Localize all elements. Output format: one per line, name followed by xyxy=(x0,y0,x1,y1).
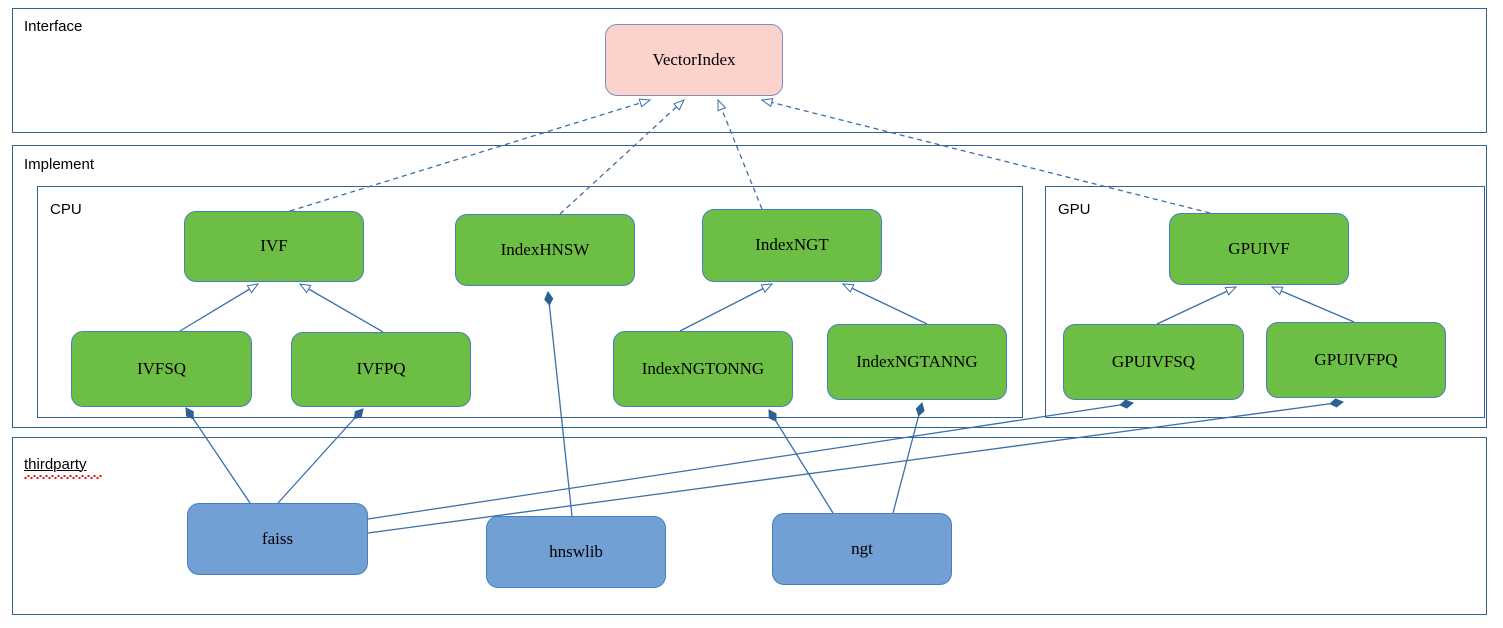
edge-faiss-to-IVFSQ xyxy=(185,407,251,504)
group-label-cpu: CPU xyxy=(50,201,82,218)
group-label-interface: Interface xyxy=(24,18,83,35)
class-node-label: IndexNGTANNG xyxy=(856,351,978,371)
class-node-ngt[interactable]: ngt xyxy=(772,513,952,585)
class-node-label: ngt xyxy=(851,538,873,558)
class-node-IndexNGTANNG[interactable]: IndexNGTANNG xyxy=(827,324,1007,400)
class-node-label: GPUIVFPQ xyxy=(1314,349,1398,369)
class-node-IVF[interactable]: IVF xyxy=(184,211,364,282)
class-node-faiss[interactable]: faiss xyxy=(187,503,368,575)
class-node-label: IndexNGTONNG xyxy=(641,358,765,378)
class-node-GPUIVFSQ[interactable]: GPUIVFSQ xyxy=(1063,324,1244,400)
class-node-label: IVFPQ xyxy=(356,359,406,379)
edge-IndexNGT-to-VectorIndex xyxy=(717,98,763,210)
class-node-IVFPQ[interactable]: IVFPQ xyxy=(291,332,471,407)
edge-IVFSQ-to-IVF xyxy=(179,283,260,332)
edge-GPUIVFSQ-to-GPUIVF xyxy=(1156,286,1238,325)
edge-faiss-to-IVFPQ xyxy=(277,408,364,504)
class-node-label: hnswlib xyxy=(549,541,603,561)
edge-IndexNGTANNG-to-IndexNGT xyxy=(841,283,928,325)
class-node-label: IndexNGT xyxy=(755,235,829,255)
class-node-label: faiss xyxy=(261,528,294,548)
group-label-gpu: GPU xyxy=(1058,201,1091,218)
class-node-label: IVF xyxy=(260,236,288,256)
group-label-thirdparty: thirdparty xyxy=(24,456,87,473)
edge-faiss-to-GPUIVFPQ xyxy=(367,398,1344,534)
edge-GPUIVFPQ-to-GPUIVF xyxy=(1270,286,1355,323)
edge-ngt-to-IndexNGTONNG xyxy=(768,409,834,514)
class-node-IndexNGTONNG[interactable]: IndexNGTONNG xyxy=(613,331,793,407)
class-node-label: IVFSQ xyxy=(136,358,187,378)
group-box-cpu xyxy=(37,186,1023,418)
class-node-IndexNGT[interactable]: IndexNGT xyxy=(702,209,882,282)
group-box-thirdparty xyxy=(12,437,1487,615)
edge-GPUIVF-to-VectorIndex xyxy=(760,97,1211,214)
class-node-label: VectorIndex xyxy=(652,49,736,69)
class-node-label: GPUIVF xyxy=(1228,238,1290,258)
class-node-label: GPUIVFSQ xyxy=(1111,351,1196,371)
group-box-implement xyxy=(12,145,1487,428)
edge-hnswlib-to-IndexHNSW xyxy=(544,290,573,517)
class-node-VectorIndex[interactable]: VectorIndex xyxy=(605,24,783,96)
group-label-implement: Implement xyxy=(24,156,95,173)
class-node-GPUIVFPQ[interactable]: GPUIVFPQ xyxy=(1266,322,1446,398)
group-box-gpu xyxy=(1045,186,1485,418)
class-node-IndexHNSW[interactable]: IndexHNSW xyxy=(455,214,635,286)
group-box-interface xyxy=(12,8,1487,133)
edge-IndexHNSW-to-VectorIndex xyxy=(559,99,685,215)
class-node-GPUIVF[interactable]: GPUIVF xyxy=(1169,213,1349,285)
spellcheck-underline-thirdparty xyxy=(24,475,102,479)
edge-ngt-to-IndexNGTANNG xyxy=(892,402,925,514)
class-node-label: IndexHNSW xyxy=(500,239,590,259)
class-node-hnswlib[interactable]: hnswlib xyxy=(486,516,666,588)
edge-IVFPQ-to-IVF xyxy=(298,283,384,333)
edge-faiss-to-GPUIVFSQ xyxy=(367,399,1134,520)
class-node-IVFSQ[interactable]: IVFSQ xyxy=(71,331,252,407)
edge-IVF-to-VectorIndex xyxy=(289,98,652,212)
edge-IndexNGTONNG-to-IndexNGT xyxy=(679,283,774,332)
